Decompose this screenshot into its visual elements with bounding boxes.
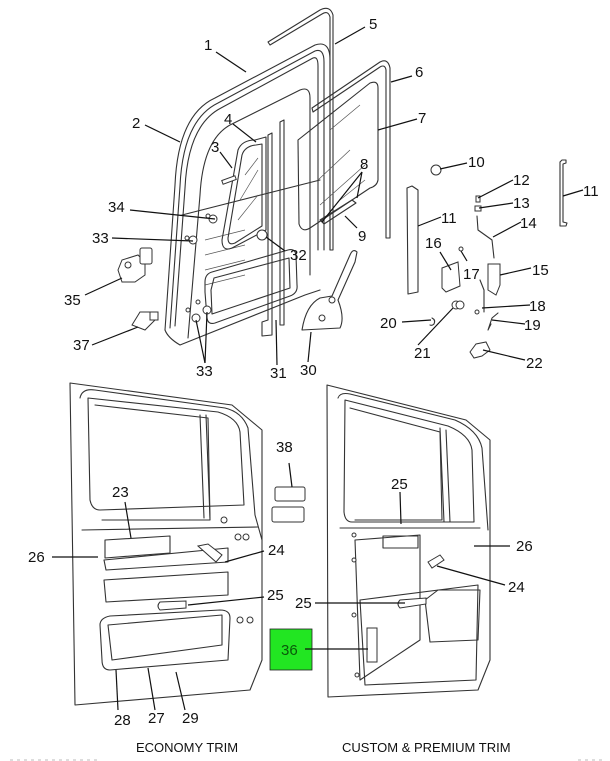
callout-20[interactable]: 20 — [380, 315, 397, 332]
callout-31[interactable]: 31 — [270, 365, 287, 382]
callout-22[interactable]: 22 — [526, 355, 543, 372]
run-channel-31 — [279, 119, 285, 326]
callout-11b[interactable]: 11 — [583, 183, 599, 200]
callout-28[interactable]: 28 — [114, 712, 131, 729]
callout-25c[interactable]: 25 — [295, 595, 312, 612]
callout-1[interactable]: 1 — [204, 37, 212, 54]
callout-11a[interactable]: 11 — [441, 210, 457, 227]
callout-30[interactable]: 30 — [300, 362, 317, 379]
callout-4[interactable]: 4 — [224, 111, 232, 128]
leader-lines — [52, 26, 584, 711]
small-parts-group — [406, 159, 568, 359]
callout-34[interactable]: 34 — [108, 199, 125, 216]
bezel-38 — [271, 486, 306, 523]
callout-14[interactable]: 14 — [520, 215, 537, 232]
glass-channel-9 — [319, 199, 357, 225]
callout-6[interactable]: 6 — [415, 64, 423, 81]
callout-25a[interactable]: 25 — [267, 587, 284, 604]
callout-10[interactable]: 10 — [468, 154, 485, 171]
weatherstrip-5 — [267, 7, 334, 251]
vent-window-4 — [221, 136, 267, 250]
caption-custom-premium-trim: CUSTOM & PREMIUM TRIM — [342, 740, 511, 755]
callout-2[interactable]: 2 — [132, 115, 140, 132]
callout-17[interactable]: 17 — [463, 266, 480, 283]
callout-27[interactable]: 27 — [148, 710, 165, 727]
callout-9[interactable]: 9 — [358, 228, 366, 245]
callout-35[interactable]: 35 — [64, 292, 81, 309]
callout-29[interactable]: 29 — [182, 710, 199, 727]
callout-24b[interactable]: 24 — [508, 579, 525, 596]
callout-37[interactable]: 37 — [73, 337, 90, 354]
callout-3[interactable]: 3 — [211, 139, 219, 156]
callout-33b[interactable]: 33 — [196, 363, 213, 380]
custom-trim-door — [326, 384, 491, 698]
callout-7[interactable]: 7 — [418, 110, 426, 127]
door-check-37 — [131, 311, 159, 331]
callout-24a[interactable]: 24 — [268, 542, 285, 559]
economy-trim-door — [69, 382, 263, 706]
pivot-32 — [256, 229, 268, 241]
door-frame-exploded — [164, 43, 331, 346]
window-regulator-30 — [301, 250, 358, 331]
callout-19[interactable]: 19 — [524, 317, 541, 334]
callout-33a[interactable]: 33 — [92, 230, 109, 247]
door-glass-7 — [297, 60, 391, 239]
callout-32[interactable]: 32 — [290, 247, 307, 264]
callout-25b[interactable]: 25 — [391, 476, 408, 493]
callout-23[interactable]: 23 — [112, 484, 129, 501]
caption-economy-trim: ECONOMY TRIM — [136, 740, 238, 755]
callout-13[interactable]: 13 — [513, 195, 530, 212]
callout-38[interactable]: 38 — [276, 439, 293, 456]
callout-26b[interactable]: 26 — [516, 538, 533, 555]
callout-21[interactable]: 21 — [414, 345, 431, 362]
callout-12[interactable]: 12 — [513, 172, 530, 189]
callout-16[interactable]: 16 — [425, 235, 442, 252]
callout-26a[interactable]: 26 — [28, 549, 45, 566]
callout-8[interactable]: 8 — [360, 156, 368, 173]
callout-15[interactable]: 15 — [532, 262, 549, 279]
callout-18[interactable]: 18 — [529, 298, 546, 315]
hinge-35 — [117, 247, 153, 283]
callout-numbers: 1 2 3 4 5 6 7 8 9 10 11 11 12 13 14 15 1… — [28, 16, 599, 729]
callout-36-highlighted[interactable]: 36 — [281, 642, 298, 659]
callout-5[interactable]: 5 — [369, 16, 377, 33]
